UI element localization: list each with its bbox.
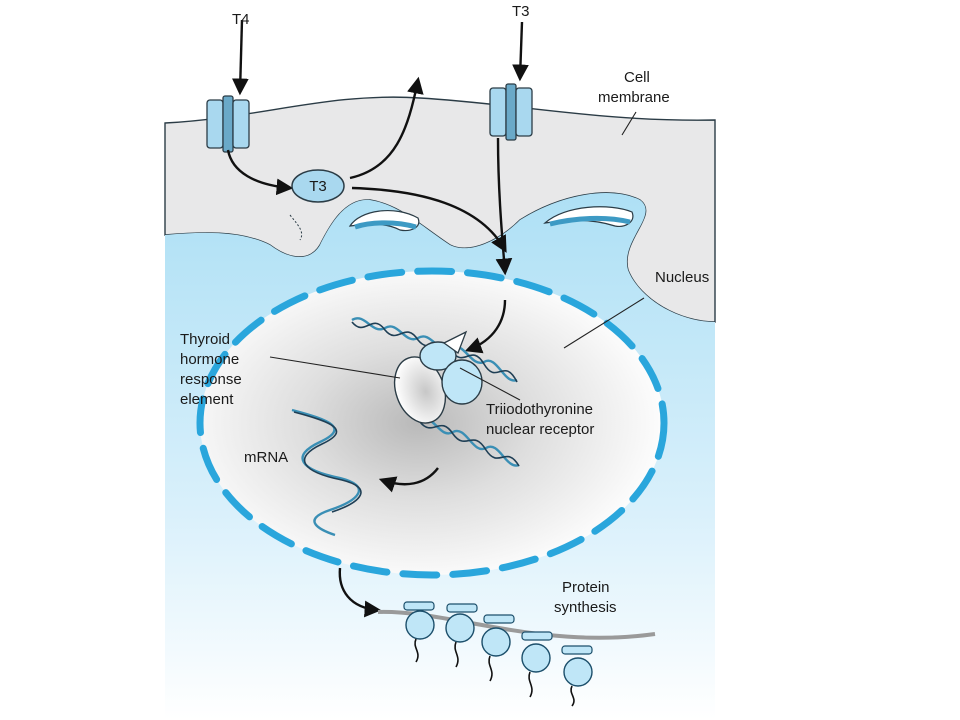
leader-lines xyxy=(269,111,645,401)
nucleus-label: Nucleus xyxy=(655,269,709,286)
receptor-label-2: nuclear receptor xyxy=(486,421,594,438)
ribosome xyxy=(561,645,593,707)
thyroid-element-label-4: element xyxy=(180,391,234,408)
thyroid-element-label-3: response xyxy=(180,371,242,388)
mrna-strand xyxy=(291,408,362,537)
ribosome xyxy=(521,631,553,698)
receptor-label-1: Triiodothyronine xyxy=(486,401,593,418)
diagram-labels: T4 T3 Cell membrane Nucleus Thyroid horm… xyxy=(180,3,709,616)
t4-transporter xyxy=(206,95,250,153)
ribosome xyxy=(445,603,478,668)
mrna-label: mRNA xyxy=(244,449,288,466)
pathway-arrows xyxy=(226,19,529,618)
polyribosome xyxy=(377,601,656,707)
t3-label: T3 xyxy=(512,3,530,20)
receptor-complex xyxy=(393,330,483,424)
ribosome xyxy=(481,614,515,682)
cell-membrane-label-2: membrane xyxy=(598,89,670,106)
thyroid-element-label-1: Thyroid xyxy=(180,331,230,348)
thyroid-element-label-2: hormone xyxy=(180,351,239,368)
t3-bubble-label: T3 xyxy=(309,178,327,195)
protein-synthesis-label-2: synthesis xyxy=(554,599,617,616)
t4-label: T4 xyxy=(232,11,250,28)
t3-transporter xyxy=(489,83,533,141)
protein-synthesis-label-1: Protein xyxy=(562,579,610,596)
nuclear-envelope xyxy=(196,267,668,579)
cell-membrane-label-1: Cell xyxy=(624,69,650,86)
ribosome xyxy=(403,601,435,663)
t3-bubble: T3 xyxy=(291,169,345,203)
